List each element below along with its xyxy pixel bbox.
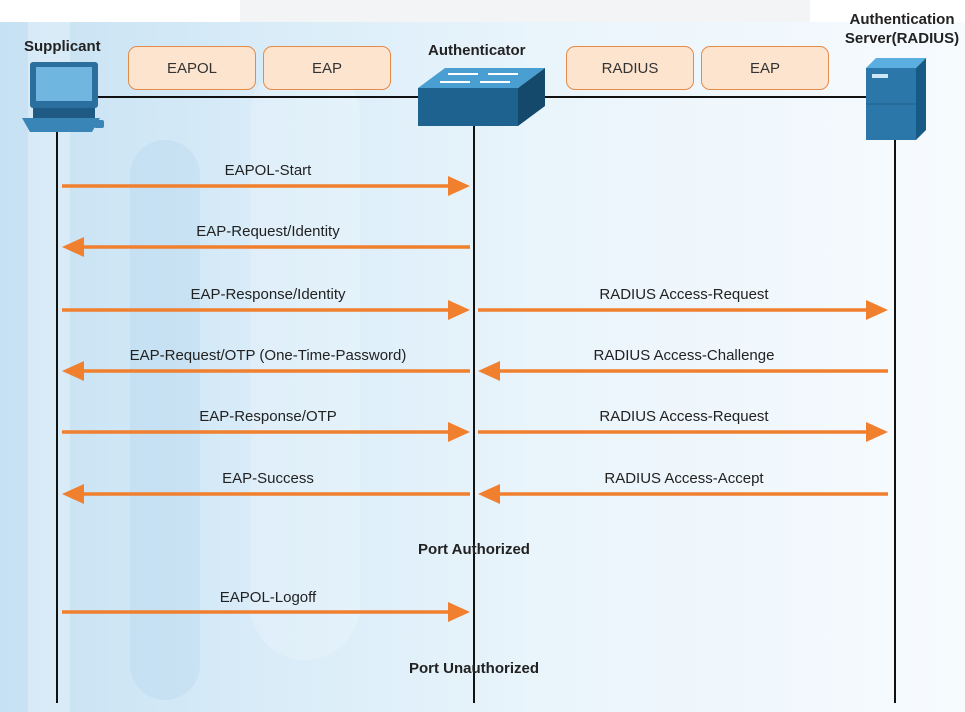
background-band (130, 140, 200, 700)
background-band (28, 22, 70, 712)
protocol-box-eapol: EAPOL (128, 46, 256, 90)
arrow-eapol-logoff (62, 602, 470, 622)
message-label: EAP-Response/Identity (190, 286, 346, 303)
arrow-eapol-start (62, 176, 470, 196)
arrow-eap-response-otp (62, 422, 470, 442)
computer-icon (22, 62, 104, 132)
message-label: RADIUS Access-Request (599, 408, 769, 425)
server-label-line1: Authentication (849, 11, 955, 28)
message-label: EAPOL-Start (224, 162, 312, 179)
message-label: EAPOL-Logoff (219, 589, 317, 606)
arrow-radius-access-request-1 (478, 300, 888, 320)
arrow-radius-access-challenge (478, 361, 888, 381)
server-icon (866, 58, 926, 140)
protocol-box-eap-right: EAP (701, 46, 829, 90)
message-label: EAP-Response/OTP (199, 408, 337, 425)
message-label: RADIUS Access-Request (599, 286, 769, 303)
message-label: RADIUS Access-Accept (604, 470, 764, 487)
message-label: RADIUS Access-Challenge (593, 347, 775, 364)
supplicant-label: Supplicant (24, 38, 101, 55)
arrow-eap-request-identity (62, 237, 470, 257)
top-strip (240, 0, 810, 22)
arrow-eap-response-identity (62, 300, 470, 320)
arrow-radius-access-accept (478, 484, 888, 504)
server-label-line2: Server(RADIUS) (844, 30, 960, 47)
port-unauthorized-label: Port Unauthorized (409, 660, 539, 677)
server-label: Authentication Server(RADIUS) (842, 10, 962, 48)
protocol-box-radius: RADIUS (566, 46, 694, 90)
message-label: EAP-Success (222, 470, 314, 487)
background (0, 22, 965, 712)
authenticator-label: Authenticator (428, 42, 526, 59)
background-band (250, 60, 360, 660)
switch-icon (418, 68, 545, 126)
message-label: EAP-Request/Identity (196, 223, 340, 240)
port-authorized-label: Port Authorized (418, 541, 530, 558)
arrow-eap-request-otp (62, 361, 470, 381)
arrow-radius-access-request-2 (478, 422, 888, 442)
message-label: EAP-Request/OTP (One-Time-Password) (129, 347, 407, 364)
protocol-box-eap-left: EAP (263, 46, 391, 90)
arrow-eap-success (62, 484, 470, 504)
